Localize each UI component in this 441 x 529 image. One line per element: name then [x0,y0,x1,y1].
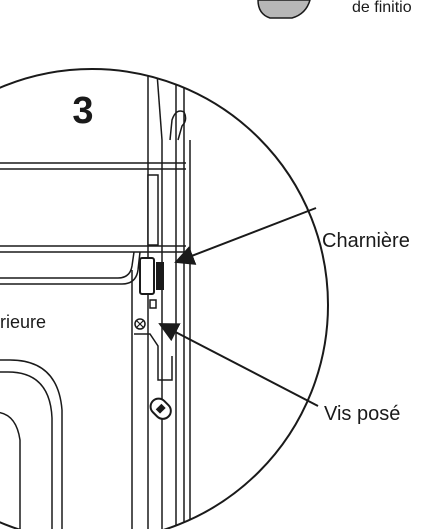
finishing-tab-shape [257,0,311,19]
top-caption-fragment: de finitio [352,0,412,16]
hinge-callout-arrow [174,207,317,265]
hinge-shape [139,257,155,295]
step-number: 3 [72,90,93,132]
hinge-label: Charnière [322,230,410,252]
detail-content [0,69,191,529]
screw-callout-arrow [158,323,319,407]
screw-label: Vis posé [324,403,400,425]
panel-label: rieure [0,312,46,332]
detail-circle [0,68,329,529]
